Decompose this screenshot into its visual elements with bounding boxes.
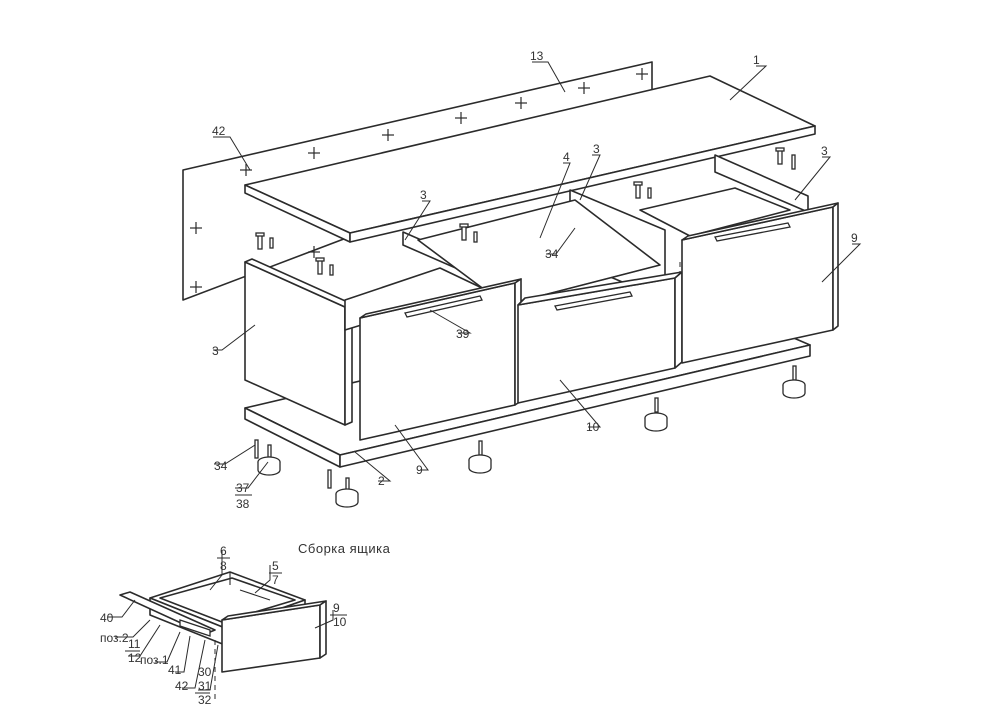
callout-3-top-right: 3 xyxy=(593,142,600,156)
callout-39: 39 xyxy=(456,327,470,341)
callout-1: 1 xyxy=(753,53,760,67)
drawer-callout-32: 32 xyxy=(198,693,212,707)
drawer-callout-30: 30 xyxy=(198,665,212,679)
callout-3-top-mid: 3 xyxy=(420,188,427,202)
drawer-assembly xyxy=(119,571,327,673)
drawer-callout-11: 11 xyxy=(128,637,141,651)
drawer-callout-7: 7 xyxy=(272,573,279,587)
callout-4: 4 xyxy=(563,150,570,164)
callout-13: 13 xyxy=(530,49,544,63)
left-side-panel xyxy=(244,258,353,426)
callout-38: 38 xyxy=(236,497,250,511)
drawer-assembly-title: Сборка ящика xyxy=(298,541,391,556)
callout-34-mid: 34 xyxy=(545,247,559,261)
right-drawer xyxy=(639,187,839,364)
callout-9-front: 9 xyxy=(416,463,423,477)
drawer-callout-42: 42 xyxy=(175,679,189,693)
drawer-callout-8: 8 xyxy=(220,559,227,573)
cabinet-dividers xyxy=(344,154,809,390)
callout-9-right: 9 xyxy=(851,231,858,245)
drawer-callout-12: 12 xyxy=(128,651,142,665)
callout-3-right: 3 xyxy=(821,144,828,158)
drawer-callout-poz1: поз.1 xyxy=(140,653,169,667)
drawer-callout-5: 5 xyxy=(272,559,279,573)
leader-lines xyxy=(213,61,862,496)
callout-3-left-side: 3 xyxy=(212,344,219,358)
drawer-callouts: 6 8 5 7 9 10 40 поз.2 11 12 поз.1 41 42 … xyxy=(100,544,347,707)
center-drawer xyxy=(517,271,683,404)
left-drawer xyxy=(344,267,522,441)
drawer-callout-40: 40 xyxy=(100,611,114,625)
drawer-callout-10: 10 xyxy=(333,615,347,629)
callout-2: 2 xyxy=(378,474,385,488)
drawer-callout-6: 6 xyxy=(220,544,227,558)
adjustable-feet xyxy=(257,365,806,508)
drawer-callout-9: 9 xyxy=(333,601,340,615)
top-panel xyxy=(244,75,816,243)
drawer-callout-41: 41 xyxy=(168,663,182,677)
drawer-callout-poz2: поз.2 xyxy=(100,631,129,645)
fasteners xyxy=(254,147,796,489)
callout-37: 37 xyxy=(236,481,250,495)
drawer-callout-31: 31 xyxy=(198,679,212,693)
callout-42: 42 xyxy=(212,124,226,138)
callout-34-foot: 34 xyxy=(214,459,228,473)
callout-10: 10 xyxy=(586,420,600,434)
drawer-leader-lines xyxy=(108,550,334,700)
main-callouts: 13 1 42 3 3 3 4 34 9 3 39 9 10 2 34 37 3… xyxy=(212,49,858,511)
